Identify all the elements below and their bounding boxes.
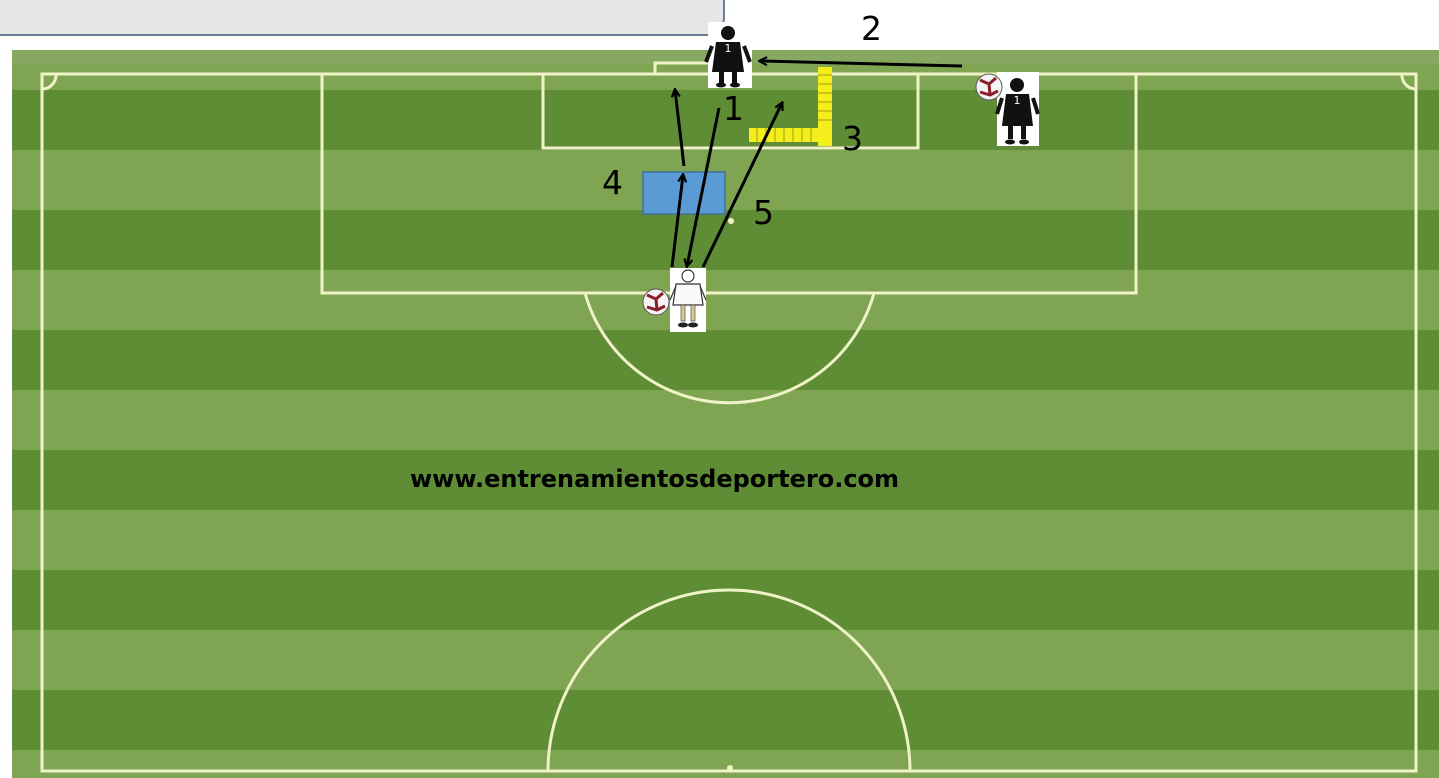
goalkeeper-icon: 1 bbox=[995, 72, 1040, 146]
title-box bbox=[0, 0, 725, 36]
player-icon bbox=[669, 268, 707, 332]
step-label-1: 1 bbox=[723, 89, 744, 128]
step-label-4: 4 bbox=[602, 163, 623, 202]
penalty-spot bbox=[728, 218, 734, 224]
center-circle bbox=[546, 588, 912, 772]
corner-arc-right bbox=[1400, 73, 1417, 91]
penalty-arc bbox=[583, 292, 876, 405]
goalkeeper-icon: 1 bbox=[704, 22, 752, 88]
watermark-url: www.entrenamientosdeportero.com bbox=[410, 465, 900, 493]
arrow-step-4-lower bbox=[670, 175, 683, 268]
movement-arrows bbox=[670, 61, 963, 268]
grass-field bbox=[12, 50, 1439, 778]
step-label-2: 2 bbox=[861, 9, 882, 48]
arrow-step-2 bbox=[760, 61, 963, 68]
svg-text:1: 1 bbox=[725, 42, 732, 55]
ball-icon bbox=[975, 73, 1003, 101]
svg-text:1: 1 bbox=[1014, 94, 1021, 107]
arrow-step-5 bbox=[701, 103, 782, 268]
arrow-step-4-upper bbox=[675, 90, 686, 167]
step-label-5: 5 bbox=[753, 193, 774, 232]
center-spot bbox=[727, 765, 733, 771]
corner-arc-left bbox=[41, 73, 58, 91]
step-label-3: 3 bbox=[842, 119, 863, 158]
ball-icon bbox=[642, 288, 670, 316]
arrow-step-1 bbox=[687, 107, 721, 266]
